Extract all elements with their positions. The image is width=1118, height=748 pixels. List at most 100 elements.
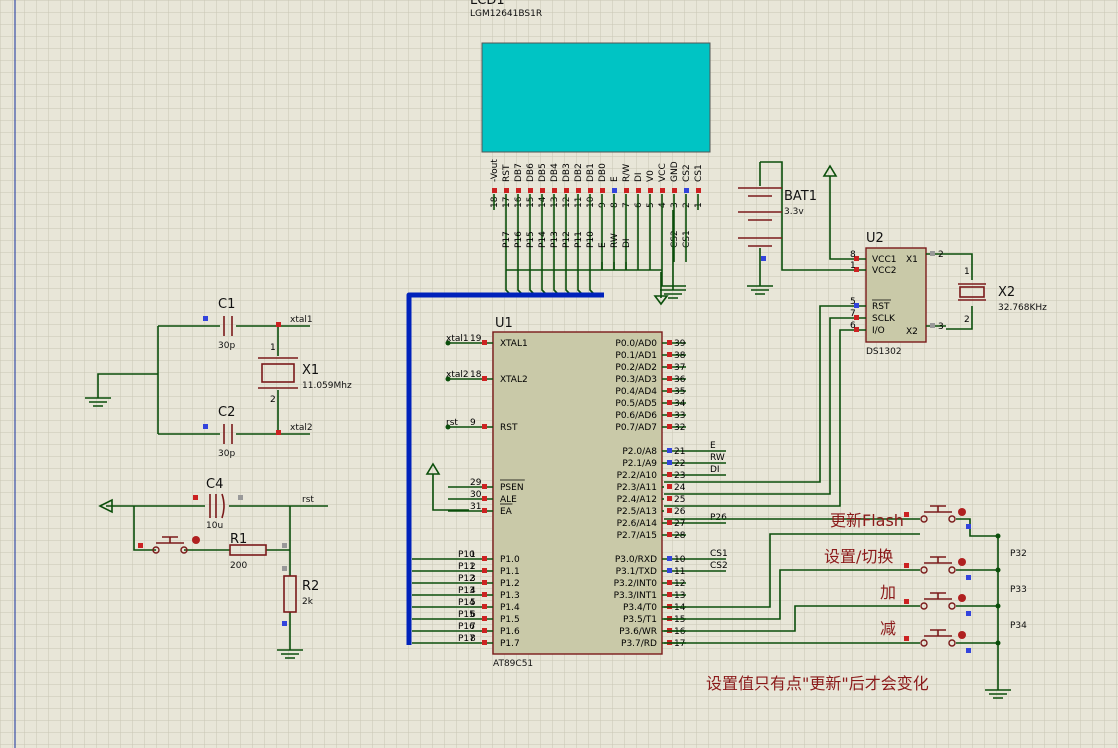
lcd-pin-5[interactable]: V05 <box>646 170 656 270</box>
mcu-pin-name: EA <box>500 507 513 517</box>
mcu-pin-name: P1.5 <box>500 615 520 625</box>
reset-circuit[interactable]: C4 10u R1 200 R2 2k rst <box>98 477 328 659</box>
lcd-pin-name: -Vout <box>490 159 500 182</box>
mcu-pin-num: 26 <box>674 507 686 517</box>
mcu-pin-num: 25 <box>674 495 685 505</box>
mcu-pin-num: 14 <box>674 603 686 613</box>
mcu-pin-name: XTAL2 <box>500 375 528 385</box>
mcu-pin-name: P1.4 <box>500 603 520 613</box>
c2-ref: C2 <box>218 405 235 420</box>
data-bus <box>406 292 604 645</box>
push-button-4[interactable] <box>904 629 1001 653</box>
x2-pin1: 1 <box>964 267 970 277</box>
mcu-net-label: CS2 <box>710 561 728 571</box>
mcu-pin-name: P1.3 <box>500 591 520 601</box>
mcu-pin-num: 16 <box>674 627 686 637</box>
mcu-net-label: P12 <box>458 574 475 584</box>
xtal1-net-label: xtal1 <box>290 315 313 325</box>
push-button-3[interactable] <box>904 592 1001 616</box>
button-circuit[interactable]: P32 P33 P34 更新Flash 设置/切换 加 减 <box>664 505 1027 699</box>
oscillator-circuit[interactable]: C1 30p C2 30p X1 11.059Mhz 1 2 xtal1 xta… <box>85 297 352 459</box>
r1-value: 200 <box>230 561 247 571</box>
c4-value: 10u <box>206 521 223 531</box>
lcd-net-label: CS1 <box>682 230 692 248</box>
battery-bat1[interactable]: BAT1 3.3v <box>738 162 817 295</box>
push-button-1[interactable] <box>904 505 1001 539</box>
rtc-pin-3[interactable]: 3X2 <box>906 322 946 337</box>
label-set-switch: 设置/切换 <box>824 547 893 566</box>
rtc-pin-2[interactable]: 2X1 <box>906 250 946 265</box>
mcu-pin-num: 1 <box>470 550 476 560</box>
lcd-pin-num: 3 <box>670 202 680 208</box>
crystal-x2[interactable]: 1 2 X2 32.768KHz <box>958 267 1047 325</box>
lcd-pin-6[interactable]: DI6 <box>634 172 644 270</box>
lcd-component[interactable]: LCD1 LGM12641BS1R -Vout18RST17P17DB716P1… <box>470 0 711 296</box>
rtc-pin-num: 1 <box>850 261 856 271</box>
push-button-2[interactable] <box>904 556 1001 580</box>
mcu-pin-name: P0.5/AD5 <box>615 399 657 409</box>
